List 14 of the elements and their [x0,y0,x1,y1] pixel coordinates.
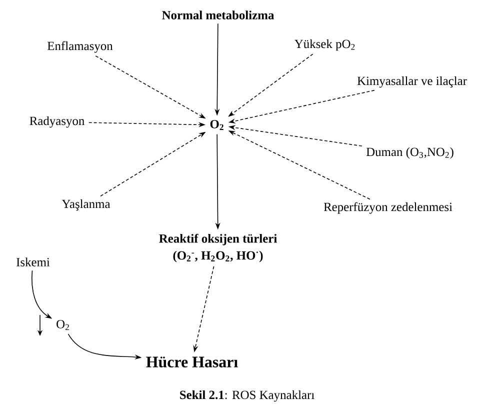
center-label: O$_{2}$ [210,120,224,130]
source-label: Duman (O$_{3}$,NO$_{2}$) [366,147,454,159]
source-label: Radyasyon [30,116,84,128]
source-label: Iskemi [16,258,50,266]
heading-label: Normal metabolizma [162,10,274,20]
source-label: Yüksek pO$_{2}$ [294,39,355,51]
source-label: Kimyasallar ve ilaçlar [357,76,467,88]
caption: Sekil 2.1: ROS Kaynakları [180,390,314,402]
result-label: Hücre Hasarı [146,356,238,368]
oxygen-label: O$_{2}$ [56,320,69,330]
source-label: Yaşlanma [62,199,110,211]
source-label: Reperfüzyon zedelenmesi [324,202,452,214]
result-label: Reaktif oksijen türleri (O$_{2}$$^{-}$, H$_{2}$O$_{2}$, HO$^{·}$) [159,234,277,262]
source-label: Enflamasyon [48,41,113,53]
